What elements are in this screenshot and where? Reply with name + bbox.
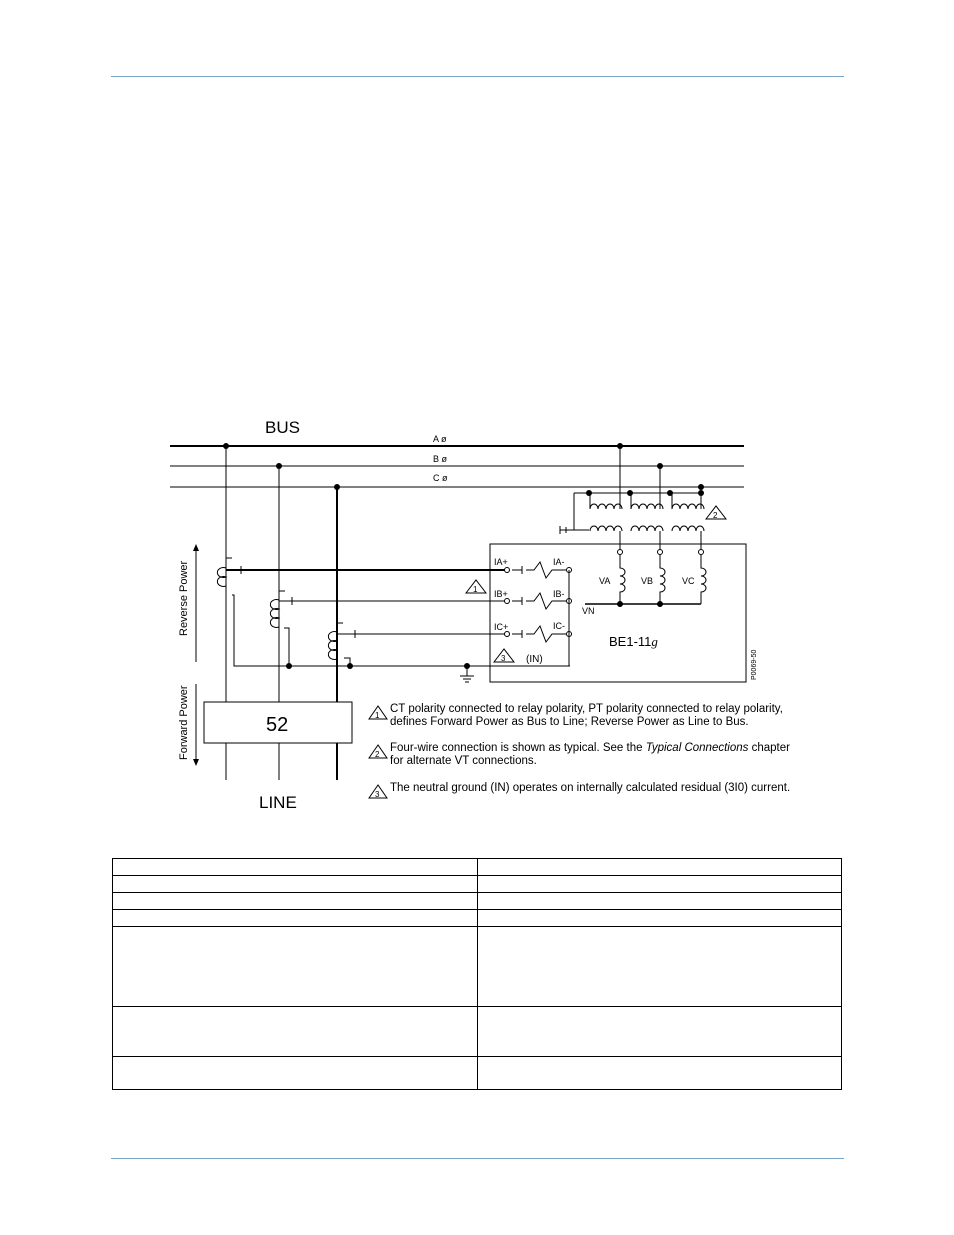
table-cell	[112, 892, 478, 910]
note-3-marker-icon: 3	[368, 784, 388, 799]
line-label: LINE	[259, 793, 297, 812]
marker-1-triangle	[464, 579, 488, 594]
relay-box	[489, 543, 747, 683]
note-2-marker-icon: 2	[368, 744, 388, 759]
svg-text:3: 3	[375, 790, 380, 799]
marker-2-number: 2	[713, 511, 718, 520]
table-row	[112, 892, 842, 910]
vn-label: VN	[582, 606, 595, 616]
table-cell	[477, 1006, 842, 1057]
marker-1-number: 1	[473, 585, 478, 594]
ct-b-coil	[269, 599, 281, 628]
ic-plus-label: IC+	[494, 622, 508, 632]
relay-label: BE1-11g	[609, 634, 658, 649]
wiring-diagram: BUS A ø B ø C ø IA+ IA- IB	[170, 418, 758, 812]
table-cell	[112, 909, 478, 927]
table-row	[112, 1056, 842, 1090]
marker-3-triangle	[492, 648, 516, 663]
table-cell	[112, 858, 478, 876]
ib-minus-label: IB-	[553, 589, 565, 599]
forward-power-label: Forward Power	[178, 685, 190, 760]
phase-b-label: B ø	[433, 454, 448, 464]
table-cell	[112, 1006, 478, 1057]
ct-a-coil	[216, 567, 228, 587]
reverse-power-label: Reverse Power	[178, 560, 190, 636]
table-row	[112, 909, 842, 927]
note-1-line-1: CT polarity connected to relay polarity,…	[390, 703, 783, 715]
table-cell	[477, 926, 842, 1007]
drawing-number: P0069-50	[751, 650, 758, 680]
settings-table	[112, 858, 842, 1090]
ct-c-coil	[327, 631, 339, 660]
neutral-label: (IN)	[526, 654, 543, 665]
phase-a-label: A ø	[433, 434, 447, 444]
table-row	[112, 926, 842, 1007]
bus-label: BUS	[265, 418, 300, 437]
header-rule	[111, 76, 844, 77]
ia-minus-label: IA-	[553, 557, 565, 567]
current-inputs	[504, 560, 572, 666]
table-cell	[112, 1056, 478, 1090]
table-cell	[112, 926, 478, 1007]
table-cell	[477, 875, 842, 893]
vt-windings	[589, 493, 705, 549]
ib-plus-label: IB+	[494, 589, 508, 599]
vc-label: VC	[682, 576, 695, 586]
svg-text:1: 1	[375, 711, 380, 720]
table-cell	[477, 892, 842, 910]
note-2-line-2: for alternate VT connections.	[390, 755, 537, 767]
table-cell	[477, 1056, 842, 1090]
table-cell	[477, 858, 842, 876]
ic-minus-label: IC-	[553, 621, 565, 631]
breaker-52-box	[203, 701, 353, 744]
va-label: VA	[599, 576, 610, 586]
phase-c-label: C ø	[433, 473, 448, 483]
note-1-marker-icon: 1	[368, 705, 388, 720]
table-row	[112, 858, 842, 876]
table-row	[112, 1006, 842, 1057]
breaker-label: 52	[266, 714, 288, 736]
svg-text:2: 2	[375, 750, 380, 759]
footer-rule	[111, 1158, 844, 1159]
table-cell	[112, 875, 478, 893]
note-2-line-1: Four-wire connection is shown as typical…	[390, 742, 790, 754]
marker-2-triangle	[704, 505, 728, 520]
note-3-line-1: The neutral ground (IN) operates on inte…	[390, 782, 791, 794]
note-1-line-2: defines Forward Power as Bus to Line; Re…	[390, 716, 749, 728]
vb-label: VB	[641, 576, 653, 586]
ia-plus-label: IA+	[494, 557, 508, 567]
marker-3-number: 3	[501, 654, 506, 663]
table-cell	[477, 909, 842, 927]
table-row	[112, 875, 842, 893]
